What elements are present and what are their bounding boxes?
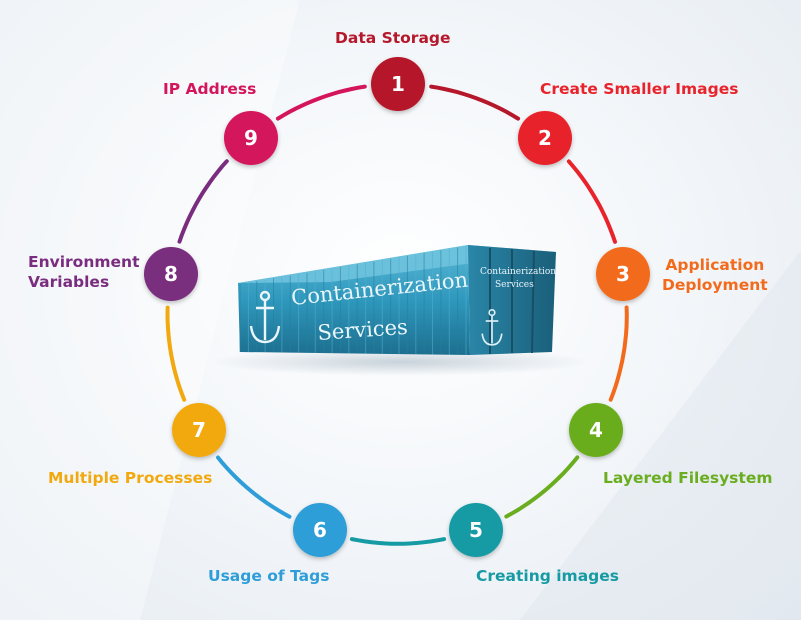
node-circle <box>371 57 425 111</box>
ring-arc <box>165 305 187 402</box>
node-5: 5 <box>449 503 503 557</box>
ring-nodes: 1 2 3 4 5 6 7 8 9 <box>144 57 650 557</box>
node-7: 7 <box>172 403 226 457</box>
node-1: 1 <box>371 57 425 111</box>
node-circle <box>569 403 623 457</box>
ring-arc <box>349 537 447 546</box>
background-shape <box>0 0 300 620</box>
ring-arc <box>216 455 292 519</box>
ring-arcs <box>165 84 629 546</box>
label-layered-filesystem: Layered Filesystem <box>603 469 773 487</box>
node-number: 7 <box>192 418 206 442</box>
node-2: 2 <box>518 111 572 165</box>
label-usage-of-tags: Usage of Tags <box>208 567 330 585</box>
background-shape <box>520 250 801 620</box>
label-data-storage: Data Storage <box>335 29 451 47</box>
anchor-icon <box>249 290 281 344</box>
node-circle <box>224 111 278 165</box>
container-front <box>238 245 470 355</box>
node-3: 3 <box>596 247 650 301</box>
node-circle <box>144 247 198 301</box>
label-create-smaller-images: Create Smaller Images <box>540 80 739 98</box>
node-number: 6 <box>313 518 327 542</box>
ring-arc <box>177 159 229 244</box>
ring-arc <box>566 159 617 244</box>
ring-arc <box>429 84 521 121</box>
node-9: 9 <box>224 111 278 165</box>
node-number: 4 <box>589 418 603 442</box>
label-ip-address: IP Address <box>163 80 257 98</box>
label-multiple-processes: Multiple Processes <box>48 469 213 487</box>
node-number: 1 <box>391 72 405 96</box>
label-environment-variables: Environment Variables <box>28 253 140 291</box>
node-number: 9 <box>244 126 258 150</box>
node-4: 4 <box>569 403 623 457</box>
node-circle <box>293 503 347 557</box>
shipping-container: Containerization Services Containerizati… <box>210 245 590 376</box>
node-number: 2 <box>538 126 552 150</box>
node-6: 6 <box>293 503 347 557</box>
container-end-text-line2: Services <box>495 280 534 290</box>
node-circle <box>449 503 503 557</box>
label-application-deployment: Application Deployment <box>662 256 768 294</box>
node-number: 3 <box>616 262 630 286</box>
ring-arc <box>608 305 629 402</box>
container-shadow <box>210 348 590 376</box>
ring-arc <box>275 84 367 121</box>
node-circle <box>596 247 650 301</box>
container-end-text-line1: Containerization <box>480 267 556 277</box>
container-ribs <box>239 246 467 355</box>
ring-arc <box>504 455 580 519</box>
node-number: 8 <box>164 262 178 286</box>
node-8: 8 <box>144 247 198 301</box>
node-circle <box>172 403 226 457</box>
label-creating-images: Creating images <box>476 567 619 585</box>
door-rod <box>531 250 535 354</box>
node-circle <box>518 111 572 165</box>
anchor-icon <box>481 308 503 346</box>
node-number: 5 <box>469 518 483 542</box>
